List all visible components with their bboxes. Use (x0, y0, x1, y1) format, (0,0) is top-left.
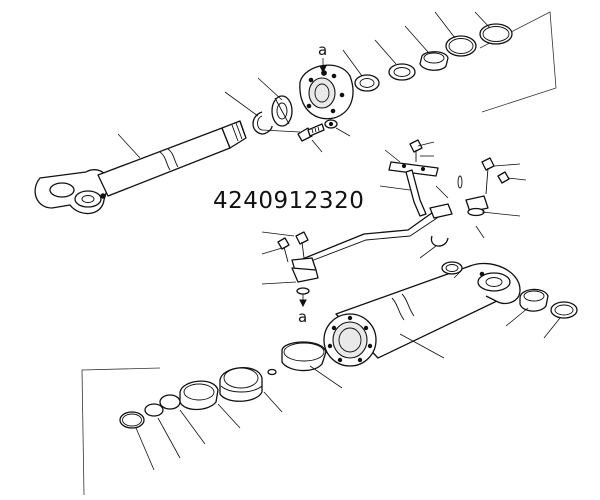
rear-bushings (441, 261, 578, 319)
cylinder-tube (323, 262, 521, 367)
retainer-nut (271, 95, 293, 127)
leader-lines (117, 11, 561, 471)
tube-bolts (277, 139, 510, 263)
reference-label-top: a (318, 41, 327, 59)
upper-seals (354, 23, 513, 92)
set-bolt (297, 119, 338, 142)
cylinder-head (299, 64, 354, 120)
reference-label-mid: a (298, 308, 307, 326)
reference-arrow-top: a (318, 41, 327, 74)
hydraulic-tube (291, 161, 489, 283)
snap-ring (252, 111, 273, 135)
lower-seals (119, 341, 327, 429)
frame-upper (479, 11, 557, 113)
frame-lower (81, 367, 161, 496)
part-number: 4240912320 (213, 188, 364, 214)
reference-arrow-mid: a (296, 287, 310, 326)
piston-rod (34, 120, 247, 215)
